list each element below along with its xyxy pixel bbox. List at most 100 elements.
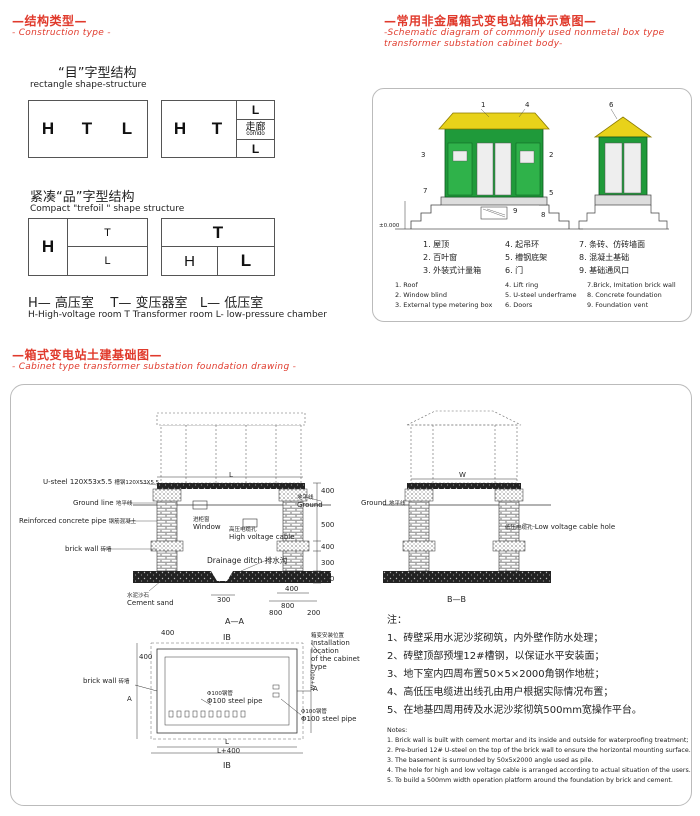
label-ground-line: Ground line 地平线: [73, 499, 133, 507]
label-low-voltage-cable: 低压电缆孔 Low voltage cable hole: [505, 523, 616, 531]
callout-1: 1: [481, 101, 486, 109]
trefoil-structure-subtitle: Compact "trefoil " shape structure: [30, 204, 185, 214]
dim-500: 500: [321, 521, 335, 529]
callout-3: 3: [421, 151, 426, 159]
corridor-label: 走廊: [245, 122, 266, 133]
corridor-label-en: corrido: [246, 131, 265, 137]
legend-cn-9: 9. 基础通风口: [579, 266, 630, 275]
dim-400-a: 400: [321, 487, 335, 495]
legend-cn-1: 1. 屋顶: [423, 240, 450, 249]
rect-structure-subtitle: rectangle shape-structure: [30, 80, 147, 90]
construction-type-subtitle: - Construction type -: [12, 28, 111, 38]
legend-en-8: 8. Concrete foundation: [587, 291, 662, 299]
label-drainage-ditch: Drainage ditch 排水沟: [207, 556, 288, 565]
note-en-3: 3. The basement is surrounded by 50x5x20…: [387, 757, 594, 764]
legend-cn-7: 7. 条砖、仿砖墙面: [579, 240, 646, 249]
note-cn-2: 2、砖壁顶部预埋12#槽钢，以保证水平安装面；: [387, 651, 605, 662]
label-brick-wall: brick wall 砖墙: [65, 545, 112, 553]
foundation-subtitle: - Cabinet type transformer substation fo…: [12, 362, 297, 372]
legend-cn-5: 5. 槽钢底架: [505, 253, 548, 262]
room-l-top: L: [237, 101, 274, 120]
callout-5: 5: [549, 189, 554, 197]
dim-L: L: [229, 471, 233, 479]
dim-400-b: 400: [321, 543, 335, 551]
room-t: T: [68, 219, 147, 247]
room-l: L: [104, 255, 111, 267]
plan-dim-L: L: [225, 738, 229, 746]
note-en-1: 1. Brick wall is built with cement morta…: [387, 737, 689, 744]
legend-cn-3: 3. 外装式计量箱: [423, 266, 482, 275]
legend-cn-8: 8. 混凝土基础: [579, 253, 630, 262]
plan-A-left: A: [127, 695, 132, 703]
room-t: T: [162, 219, 274, 247]
legend-cn-2: 2. 百叶窗: [423, 253, 458, 262]
room-h: H: [173, 119, 187, 138]
legend-en-5: 5. U-steel underframe: [505, 291, 577, 299]
legend-en-1: 1. Roof: [395, 281, 418, 289]
room-l-bottom: L: [237, 139, 274, 158]
dim-300-b: 300: [217, 596, 231, 604]
label-reinforced-pipe: Reinforced concrete pipe 钢筋混凝土: [19, 517, 137, 525]
callout-7: 7: [423, 187, 428, 195]
layout-box-ht-corridor: H T L 走廊 corrido L: [161, 100, 275, 158]
layout-box-htl: H T L: [28, 100, 148, 158]
plan-brick-wall-label: brick wall 砖墙: [83, 677, 130, 685]
label-usteel: U-steel 120X53x5.5 槽钢120X53X5.5: [43, 478, 160, 486]
room-t: T: [211, 119, 223, 138]
note-cn-1: 1、砖壁采用水泥沙浆砌筑，内外壁作防水处理；: [387, 633, 604, 644]
room-legend-cn: H— 高压室 T— 变压器室 L— 低压室: [28, 296, 264, 311]
callout-9: 9: [513, 207, 518, 215]
dim-800-a: 800: [281, 602, 295, 610]
plan-A-right: A: [313, 685, 318, 693]
foundation-panel: U-steel 120X53x5.5 槽钢120X53X5.5 Ground l…: [10, 384, 692, 806]
layout-box-trefoil-2: T H L: [161, 218, 275, 276]
callout-4: 4: [525, 101, 530, 109]
foundation-drawing: [103, 410, 551, 754]
notes-title: 注：: [387, 615, 407, 626]
legend-en-6: 6. Doors: [505, 301, 533, 309]
room-h: H: [29, 219, 68, 275]
legend-en-9: 9. Foundation vent: [587, 301, 649, 309]
layout-box-trefoil-1: H T L: [28, 218, 148, 276]
plan-ib-top: IB: [223, 633, 231, 642]
trefoil-structure-title: 紧凑“品”字型结构: [30, 190, 135, 205]
schematic-subtitle-2: transformer substation cabinet body-: [384, 39, 563, 49]
schematic-subtitle-1: -Schematic diagram of commonly used nonm…: [384, 28, 665, 38]
dim-200: 200: [321, 575, 335, 583]
section-aa-label: A—A: [225, 617, 244, 626]
note-cn-3: 3、地下室内四周布置50×5×2000角钢作地桩；: [387, 669, 605, 680]
callout-6: 6: [609, 101, 614, 109]
note-cn-5: 5、在地基四周用砖及水泥沙浆彻筑500mm宽操作平台。: [387, 705, 642, 716]
legend-en-3: 3. External type metering box: [395, 301, 493, 309]
dim-400-c: 400: [285, 585, 299, 593]
room-h: H: [162, 247, 218, 275]
plan-dim-400-left: 400: [139, 653, 153, 661]
legend-cn-6: 6. 门: [505, 266, 524, 275]
room-legend-en: H-High-voltage room T Transformer room L…: [28, 310, 327, 320]
cabinet-drawing: [395, 108, 669, 230]
schematic-title: —常用非金属箱式变电站箱体示意图—: [384, 14, 597, 28]
room-h: H: [41, 119, 55, 138]
legend-cn-4: 4. 起吊环: [505, 240, 540, 249]
dim-300: 300: [321, 559, 335, 567]
dim-W: W: [459, 471, 466, 479]
note-en-2: 2. Pre-buried 12# U-steel on the top of …: [387, 747, 691, 754]
schematic-panel: 1 4 6 3 2 5 7 9 8 ±0.000 1. 屋顶 2. 百叶窗 3.…: [372, 88, 692, 322]
note-cn-4: 4、高低压电缆进出线孔由用户根据实际情况布置；: [387, 687, 614, 698]
plan-dim-400-top: 400: [161, 629, 175, 637]
room-l: L: [240, 251, 252, 270]
plan-W400: W+400: [310, 669, 317, 691]
legend-en-4: 4. Lift ring: [505, 281, 539, 289]
room-t: T: [81, 119, 93, 138]
note-en-5: 5. To build a 500mm width operation plat…: [387, 777, 673, 784]
plan-ib-bottom: IB: [223, 761, 231, 770]
foundation-title: —箱式变电站土建基础图—: [12, 348, 163, 362]
callout-2: 2: [549, 151, 554, 159]
dim-200-b: 200: [307, 609, 321, 617]
note-en-4: 4. The hole for high and low voltage cab…: [387, 767, 691, 774]
